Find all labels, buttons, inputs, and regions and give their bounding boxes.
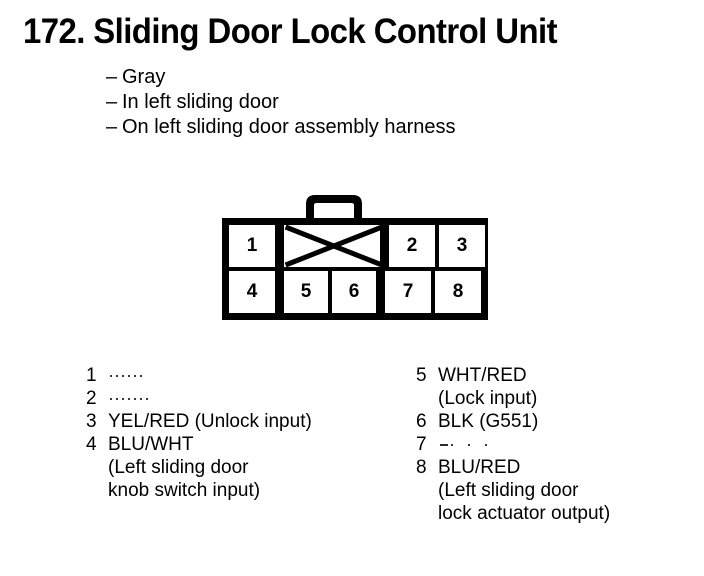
- connector-pin-7[interactable]: 7: [385, 271, 431, 313]
- pin-wire-color: WHT/RED: [438, 365, 527, 386]
- pin-wire-color: BLU/RED: [438, 457, 521, 478]
- connector-blocked-cavity: [284, 225, 380, 267]
- connector-divider: [277, 269, 282, 315]
- pin-legend-row: 7: [416, 433, 610, 456]
- description-item: –On left sliding door assembly harness: [106, 115, 456, 140]
- pin-unused-mark-icon: [438, 433, 496, 452]
- pin-label: [108, 364, 312, 387]
- pin-number: 1: [86, 365, 97, 386]
- pin-label: [438, 433, 610, 456]
- pin-legend-row: 2: [86, 387, 312, 410]
- pin-number: 2: [86, 388, 97, 409]
- pin-function-line: (Left sliding door: [108, 457, 249, 478]
- connector-pin-3[interactable]: 3: [439, 225, 485, 267]
- dash-icon: –: [106, 116, 118, 138]
- pin-legend-row: 1: [86, 364, 312, 387]
- description-item-text: On left sliding door assembly harness: [122, 116, 456, 138]
- connector-pin-2[interactable]: 2: [389, 225, 435, 267]
- pin-legend-row: 8 BLU/RED (Left sliding door lock actuat…: [416, 456, 610, 525]
- pin-unused-mark-icon: [108, 364, 142, 383]
- connector-divider: [277, 223, 282, 269]
- connector-pin-8[interactable]: 8: [435, 271, 481, 313]
- pin-label: [108, 387, 312, 410]
- pin-function-line: knob switch input): [108, 480, 261, 501]
- page-number: 172.: [23, 12, 85, 51]
- connector-pin-6[interactable]: 6: [332, 271, 376, 313]
- description-item-text: In left sliding door: [122, 91, 279, 113]
- pin-label: YEL/RED (Unlock input): [108, 411, 312, 432]
- connector-pin-1[interactable]: 1: [229, 225, 275, 267]
- pin-legend-left: 1 2 3 YEL/RED (Unlock input) 4 BLU/WHT (…: [86, 364, 312, 502]
- page-title-text: Sliding Door Lock Control Unit: [93, 12, 558, 51]
- page-title: 172.Sliding Door Lock Control Unit: [23, 12, 558, 51]
- pin-number: 8: [416, 457, 427, 478]
- pin-wire-color: BLU/WHT: [108, 434, 194, 455]
- pin-legend-row: 6 BLK (G551): [416, 410, 610, 433]
- pin-legend-row: 5 WHT/RED (Lock input): [416, 364, 610, 410]
- dash-icon: –: [106, 66, 118, 88]
- connector-diagram: 1 2 3 4 5 6 7 8: [222, 218, 488, 320]
- pin-number: 5: [416, 365, 427, 386]
- pin-function-line: (Left sliding door: [438, 480, 579, 501]
- pin-label: BLK (G551): [438, 411, 539, 432]
- connector-pin-5[interactable]: 5: [284, 271, 328, 313]
- pin-function-line: (Lock input): [438, 388, 538, 409]
- connector-divider: [378, 269, 383, 315]
- pin-label: BLU/RED (Left sliding door lock actuator…: [438, 456, 610, 525]
- pin-legend-row: 3 YEL/RED (Unlock input): [86, 410, 312, 433]
- dash-icon: –: [106, 91, 118, 113]
- pin-number: 4: [86, 434, 97, 455]
- connector-divider: [382, 223, 387, 269]
- pin-number: 6: [416, 411, 427, 432]
- pin-label: WHT/RED (Lock input): [438, 364, 610, 410]
- description-list: –Gray –In left sliding door –On left sli…: [106, 65, 456, 140]
- pin-label: BLU/WHT (Left sliding door knob switch i…: [108, 433, 312, 502]
- description-item-text: Gray: [122, 66, 166, 88]
- pin-legend-right: 5 WHT/RED (Lock input) 6 BLK (G551) 7 8 …: [416, 364, 610, 525]
- pin-number: 3: [86, 411, 97, 432]
- pin-number: 7: [416, 434, 427, 455]
- pin-legend-row: 4 BLU/WHT (Left sliding door knob switch…: [86, 433, 312, 502]
- pin-function-line: lock actuator output): [438, 503, 611, 524]
- connector-latch-icon: [296, 192, 372, 220]
- description-item: –Gray: [106, 65, 456, 90]
- connector-top-row: 1 2 3: [227, 223, 485, 269]
- description-item: –In left sliding door: [106, 90, 456, 115]
- connector-pin-4[interactable]: 4: [229, 271, 275, 313]
- pin-unused-mark-icon: [108, 387, 152, 406]
- connector-bottom-row: 4 5 6 7 8: [227, 269, 483, 315]
